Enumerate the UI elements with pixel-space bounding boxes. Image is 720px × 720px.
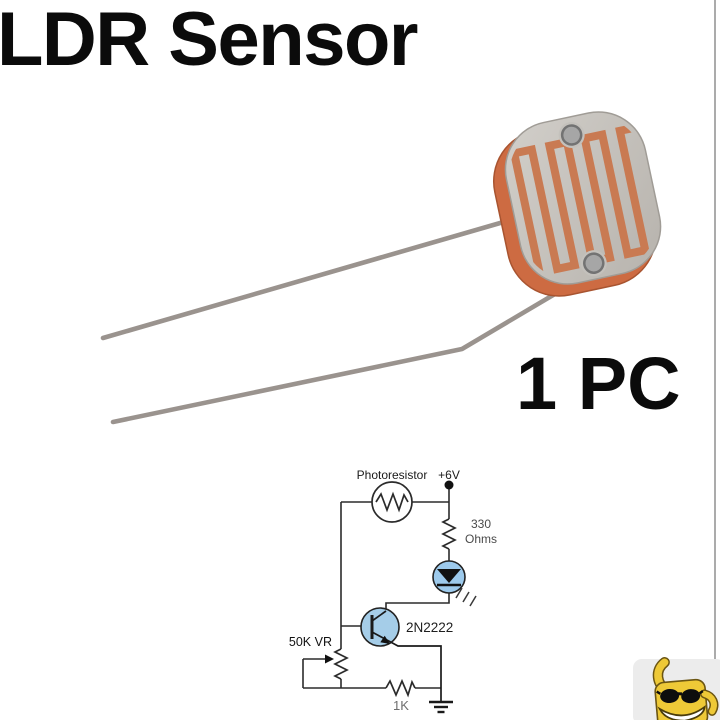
ldr-lead-wires (100, 207, 568, 425)
label-photoresistor: Photoresistor (357, 468, 428, 482)
potentiometer-symbol (325, 648, 349, 680)
resistor-1k-symbol (385, 678, 416, 698)
ldr-lead-wire-top (100, 207, 548, 341)
ldr-solder-pad-bottom (583, 252, 605, 274)
label-transistor: 2N2222 (406, 620, 453, 635)
mascot-smile (657, 705, 706, 720)
photo-edge-line (714, 0, 716, 660)
banana-mascot (652, 657, 719, 720)
resistor-330-symbol (441, 518, 457, 550)
circuit-diagram: Photoresistor +6V 330 Ohms 2N2222 50K VR… (289, 468, 497, 714)
led-emission-marks (455, 587, 477, 607)
ldr-solder-pad-top (560, 124, 583, 146)
transistor-symbol (360, 607, 442, 688)
sunglasses-icon (656, 688, 704, 704)
quantity-label: 1 PC (516, 342, 681, 425)
circuit-wires (302, 489, 450, 689)
mascot-arm2 (701, 690, 717, 715)
ldr-lead-wire-bottom (110, 285, 568, 425)
ground-symbol (429, 688, 453, 714)
ldr-body-group (492, 111, 662, 297)
store-mascot-logo (633, 657, 720, 720)
label-r1-value: 330 (471, 517, 491, 531)
page-title: LDR Sensor (0, 0, 418, 82)
label-r2-value: 1K (393, 698, 409, 713)
label-potentiometer: 50K VR (289, 635, 332, 649)
led-symbol (432, 560, 477, 607)
label-r1-unit: Ohms (465, 532, 497, 546)
supply-terminal-dot (444, 480, 454, 490)
wire-led-collector (385, 585, 450, 611)
ldr-photoresistor-photo (100, 111, 662, 425)
photoresistor-symbol (371, 481, 413, 523)
label-supply: +6V (438, 468, 460, 482)
